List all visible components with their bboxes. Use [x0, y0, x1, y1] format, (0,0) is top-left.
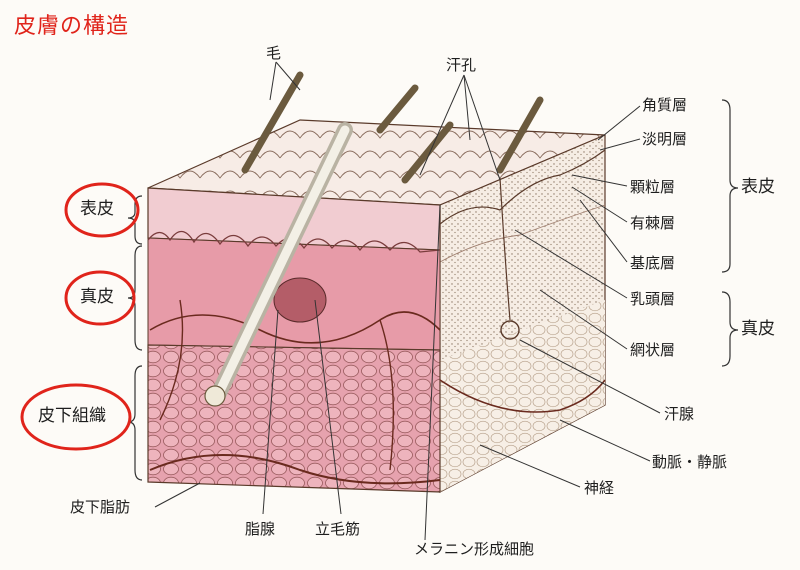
brace-epidermis — [721, 99, 739, 273]
label-stratum-corneum: 角質層 — [642, 96, 688, 114]
group-label-epidermis: 表皮 — [741, 177, 775, 197]
label-hair: 毛 — [266, 44, 282, 62]
label-stratum-granulosum: 顆粒層 — [630, 178, 676, 196]
hair-shaft — [496, 96, 544, 174]
label-papillary-layer: 乳頭層 — [630, 290, 676, 308]
sebaceous-gland — [273, 277, 327, 323]
brace-dermis — [721, 291, 739, 367]
circle-epidermis — [64, 182, 140, 238]
hair-shaft — [376, 84, 419, 134]
side-subcutis — [440, 300, 605, 492]
circled-epidermis: 表皮 — [80, 199, 114, 219]
label-sebaceous-gland: 脂腺 — [245, 520, 276, 538]
hair-shaft — [401, 121, 454, 184]
label-stratum-basale: 基底層 — [630, 254, 676, 272]
label-sweat-gland: 汗腺 — [664, 405, 695, 423]
group-label-dermis: 真皮 — [741, 319, 775, 339]
circled-subcutis: 皮下組織 — [38, 406, 106, 426]
front-subcutis — [147, 344, 441, 493]
page-title: 皮膚の構造 — [14, 14, 130, 39]
label-stratum-lucidum: 淡明層 — [642, 130, 688, 148]
circled-dermis: 真皮 — [80, 287, 114, 307]
label-reticular-layer: 網状層 — [630, 341, 676, 359]
label-sweat-pore: 汗孔 — [446, 56, 477, 74]
label-nerve: 神経 — [584, 479, 615, 497]
sweat-gland — [500, 320, 520, 340]
label-stratum-spinosum: 有棘層 — [630, 214, 676, 232]
label-arrector-pili: 立毛筋 — [315, 520, 361, 538]
hair-shaft — [241, 71, 304, 174]
label-artery-vein: 動脈・静脈 — [652, 453, 728, 471]
circle-subcutis — [20, 383, 132, 451]
label-melanocyte: メラニン形成細胞 — [414, 540, 535, 558]
circle-dermis — [64, 270, 136, 326]
label-subcutaneous-fat: 皮下脂肪 — [70, 498, 131, 516]
